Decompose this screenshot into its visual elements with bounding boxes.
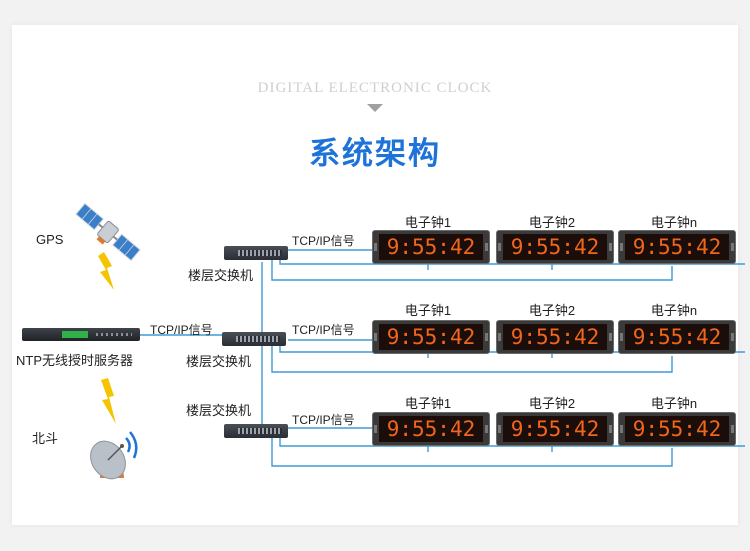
diagram-subtitle: DIGITAL ELECTRONIC CLOCK <box>257 80 493 96</box>
clock-time: 9:55:42 <box>503 234 607 260</box>
lightning-icon <box>101 378 116 424</box>
wire-row3-bus-b <box>271 438 673 467</box>
clock-name: 电子钟1 <box>404 396 452 411</box>
electronic-clock: 9:55:42 <box>496 412 614 446</box>
floor-switch-1 <box>224 246 288 260</box>
wire-row1-bus-b <box>271 258 673 281</box>
clock-time: 9:55:42 <box>379 234 483 260</box>
server-signal-label: TCP/IP信号 <box>150 323 213 337</box>
diagram-title: 系统架构 <box>309 136 441 171</box>
clock-time: 9:55:42 <box>379 416 483 442</box>
clock-time: 9:55:42 <box>379 324 483 350</box>
floor-switch-label: 楼层交换机 <box>186 354 252 369</box>
clock-time: 9:55:42 <box>625 234 729 260</box>
floor-switch-3 <box>224 424 288 438</box>
clock-time: 9:55:42 <box>503 416 607 442</box>
clock-name: 电子钟1 <box>404 215 452 230</box>
satellite-icon <box>75 202 141 262</box>
wire-row1-bus-a <box>279 258 745 265</box>
electronic-clock: 9:55:42 <box>618 412 736 446</box>
clock-time: 9:55:42 <box>625 324 729 350</box>
clock-name: 电子钟n <box>650 215 698 230</box>
wire-row3-bus-a <box>279 438 745 447</box>
electronic-clock: 9:55:42 <box>618 230 736 264</box>
wire-lines <box>140 249 745 467</box>
clock-name: 电子钟2 <box>528 303 576 318</box>
clock-name: 电子钟n <box>650 303 698 318</box>
floor-switch-label: 楼层交换机 <box>186 403 252 418</box>
electronic-clock: 9:55:42 <box>618 320 736 354</box>
wire-row2-bus-b <box>271 346 673 373</box>
electronic-clock: 9:55:42 <box>496 230 614 264</box>
ntp-server-device <box>22 328 140 341</box>
row-signal-label: TCP/IP信号 <box>292 413 355 427</box>
gps-label: GPS <box>36 232 64 247</box>
clock-name: 电子钟2 <box>528 396 576 411</box>
electronic-clock: 9:55:42 <box>372 412 490 446</box>
beidou-label: 北斗 <box>32 431 59 446</box>
clock-name: 电子钟2 <box>528 215 576 230</box>
title-marker-icon <box>367 104 383 112</box>
row-signal-label: TCP/IP信号 <box>292 234 355 248</box>
electronic-clock: 9:55:42 <box>372 230 490 264</box>
ntp-server-leds <box>96 333 132 336</box>
clock-time: 9:55:42 <box>503 324 607 350</box>
electronic-clock: 9:55:42 <box>372 320 490 354</box>
lightning-icon <box>98 252 114 290</box>
ntp-server-display <box>62 331 88 338</box>
clock-name: 电子钟1 <box>404 303 452 318</box>
clock-name: 电子钟n <box>650 396 698 411</box>
row-signal-label: TCP/IP信号 <box>292 323 355 337</box>
satellite-dish-icon <box>90 431 138 480</box>
electronic-clock: 9:55:42 <box>496 320 614 354</box>
floor-switch-2 <box>222 332 286 346</box>
clock-time: 9:55:42 <box>625 416 729 442</box>
floor-switch-label: 楼层交换机 <box>188 268 254 283</box>
ntp-server-label: NTP无线授时服务器 <box>16 353 134 368</box>
